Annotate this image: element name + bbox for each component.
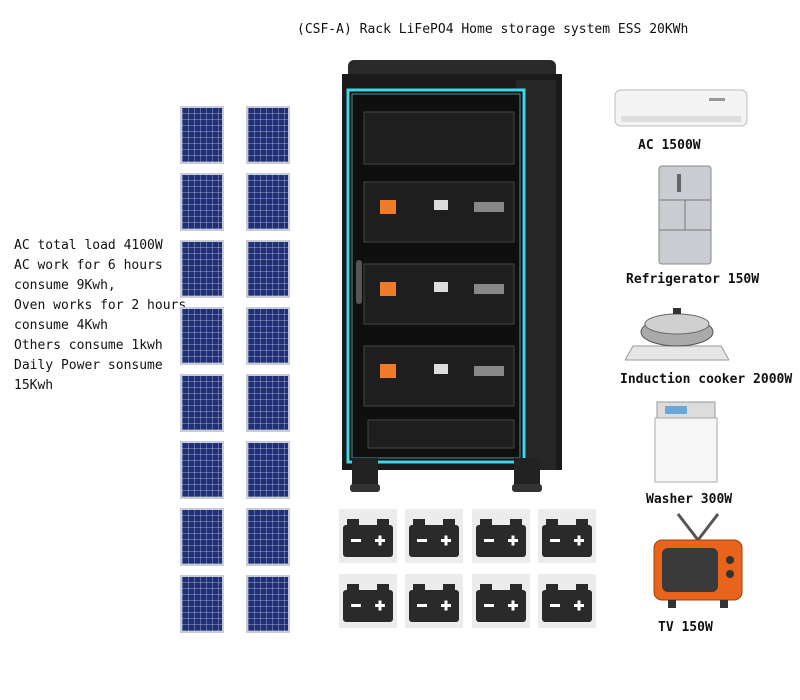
appliance-label: Refrigerator 150W — [626, 272, 760, 287]
solar-panel — [246, 508, 290, 566]
rack-cabinet-image — [342, 60, 562, 492]
battery-icon — [405, 574, 463, 628]
solar-panel — [246, 374, 290, 432]
solar-panel — [180, 374, 224, 432]
solar-panel — [246, 173, 290, 231]
note-line: Others consume 1kwh — [14, 338, 163, 353]
note-line: consume 4Kwh — [14, 318, 108, 333]
induction-cooker-icon — [625, 308, 729, 361]
battery-icon — [339, 574, 397, 628]
battery-icon — [405, 509, 463, 563]
note-line: Oven works for 2 hours — [14, 298, 187, 313]
solar-panel — [180, 106, 224, 164]
battery-icon — [538, 509, 596, 563]
washer-icon — [654, 401, 718, 483]
solar-panel — [180, 441, 224, 499]
battery-icon — [472, 574, 530, 628]
battery-icon — [538, 574, 596, 628]
solar-panel — [180, 240, 224, 298]
diagram-title: (CSF-A) Rack LiFePO4 Home storage system… — [297, 22, 689, 37]
battery-icon — [472, 509, 530, 563]
load-notes: AC total load 4100W AC work for 6 hours … — [14, 236, 186, 396]
appliance-label: Washer 300W — [646, 492, 733, 507]
solar-panel — [246, 240, 290, 298]
battery-icon — [339, 509, 397, 563]
refrigerator-icon — [658, 165, 712, 265]
note-line: AC work for 6 hours — [14, 258, 163, 273]
solar-panel — [180, 173, 224, 231]
solar-panel — [180, 307, 224, 365]
note-line: Daily Power sonsume — [14, 358, 163, 373]
note-line: consume 9Kwh, — [14, 278, 116, 293]
solar-panel — [246, 575, 290, 633]
solar-panel — [180, 508, 224, 566]
appliance-label: Induction cooker 2000W — [620, 372, 793, 387]
solar-panel — [180, 575, 224, 633]
tv-icon — [653, 513, 743, 608]
solar-panel — [246, 441, 290, 499]
appliance-label: TV 150W — [658, 620, 713, 635]
note-line: AC total load 4100W — [14, 238, 163, 253]
solar-panel — [246, 307, 290, 365]
appliance-label: AC 1500W — [638, 138, 701, 153]
solar-panel — [246, 106, 290, 164]
air-conditioner-icon — [614, 89, 748, 127]
note-line: 15Kwh — [14, 378, 54, 393]
